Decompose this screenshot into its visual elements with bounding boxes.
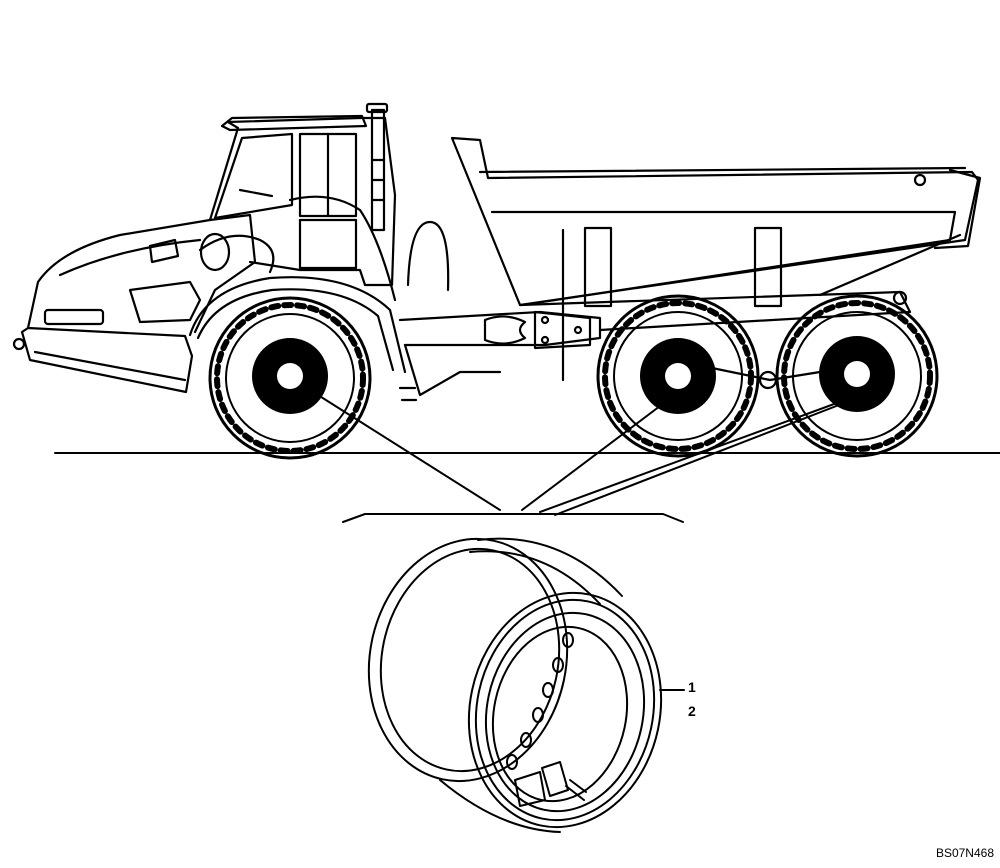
truck-body-support-strut	[818, 233, 962, 297]
articulated-dump-truck-illustration	[12, 102, 982, 402]
truck-front-fender-inner	[196, 288, 395, 372]
truck-steps	[398, 386, 418, 402]
rim-valve-housing	[541, 761, 569, 797]
truck-front-frame	[398, 310, 602, 347]
truck-headlight-recess	[128, 280, 202, 324]
truck-dump-body-lower-panel	[490, 210, 957, 307]
truck-hydraulic-hose	[406, 220, 450, 292]
truck-hood	[26, 213, 257, 334]
leader-line-rear-wheel-b	[539, 399, 846, 513]
rim-bolt-hole-3	[542, 682, 554, 698]
rim-front-flange-outer	[467, 591, 663, 829]
rim-front-flange-mid	[474, 598, 656, 822]
truck-hitch-bolt-1	[540, 315, 550, 325]
truck-bumper-lower-edge	[33, 350, 187, 382]
detail-bracket	[342, 513, 684, 523]
truck-middle-wheel	[596, 294, 760, 458]
truck-cab-body	[208, 116, 397, 287]
leader-line-middle-wheel	[521, 399, 669, 511]
truck-rear-bogie-beam	[710, 366, 822, 382]
truck-rear-hitch-pin	[892, 290, 908, 306]
truck-cab-window-front	[213, 132, 294, 220]
truck-body-rib-2	[753, 226, 783, 308]
truck-headlight	[43, 308, 105, 326]
rim-bolt-hole-4	[532, 707, 544, 723]
truck-hitch-bolt-2	[540, 335, 550, 345]
rim-bolt-hole-1	[562, 632, 574, 648]
rim-lock-ring	[484, 611, 646, 813]
truck-dump-body-rim	[478, 166, 967, 174]
truck-dump-body-tailgate	[933, 168, 982, 250]
rim-lock-block	[514, 771, 546, 807]
truck-articulation-joint	[483, 315, 527, 345]
rim-barrel-line	[469, 550, 601, 605]
truck-tow-hook	[12, 337, 26, 351]
rim-bolt-hole-6	[506, 754, 518, 770]
truck-front-axle-housing	[403, 343, 502, 397]
truck-air-filter	[370, 158, 386, 202]
truck-intake-opening	[199, 232, 231, 272]
rim-back-flange-inner	[379, 547, 561, 773]
truck-cab-roof	[220, 114, 368, 132]
reference-code: BS07N468	[935, 846, 994, 860]
truck-front-bumper	[20, 326, 194, 394]
truck-dump-body	[450, 136, 980, 307]
truck-exhaust-stack	[370, 108, 386, 232]
rim-bolt-hole-5	[520, 732, 532, 748]
truck-exhaust-cap	[365, 102, 389, 114]
truck-steering-wheel	[238, 188, 274, 198]
truck-hitch-bolt-3	[573, 325, 583, 335]
truck-hood-panel-line	[58, 238, 202, 277]
leader-line-rear-wheel	[554, 397, 858, 516]
truck-cab-door-lower	[298, 218, 358, 270]
truck-front-fender	[188, 276, 407, 374]
truck-hitch-plate	[533, 310, 592, 350]
rim-valve-stem	[565, 779, 587, 801]
truck-front-wheel	[208, 296, 372, 460]
wheel-leader-lines	[317, 394, 858, 523]
leader-line-front-wheel	[317, 394, 501, 511]
callout-label-2: 2	[688, 703, 696, 719]
truck-rear-wheel	[775, 294, 939, 458]
truck-body-lifting-eye	[913, 173, 927, 187]
rim-barrel-top	[477, 537, 623, 597]
callout-label-1: 1	[688, 679, 696, 695]
truck-body-rib-1	[583, 226, 613, 308]
rim-back-flange-outer	[367, 537, 569, 783]
truck-grille-vent	[148, 238, 180, 264]
rim-bolt-hole-2	[552, 657, 564, 673]
truck-air-intake-hose	[198, 234, 275, 274]
rim-barrel-bottom	[439, 779, 561, 833]
wheel-rim-detail	[367, 537, 663, 833]
truck-hydraulic-line	[288, 195, 397, 302]
